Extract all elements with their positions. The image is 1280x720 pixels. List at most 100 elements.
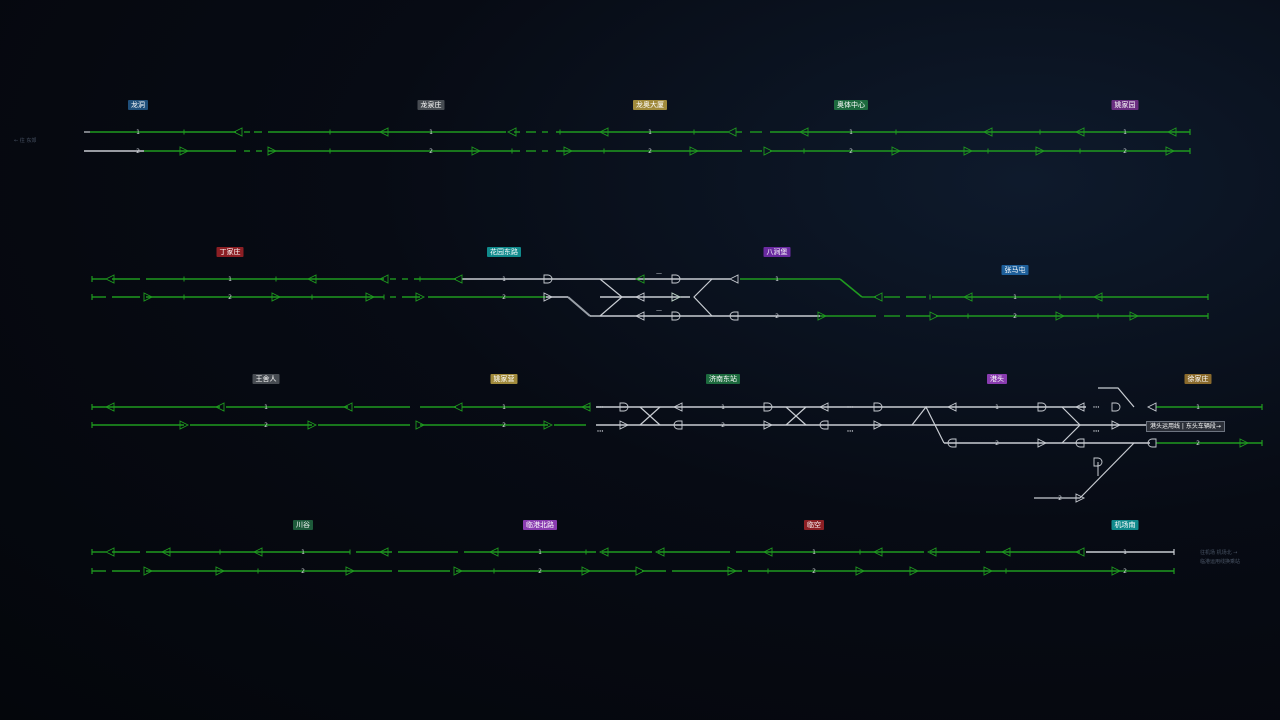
signal-icon [214,402,225,412]
signal-icon [671,274,681,284]
ellipsis-dots [851,430,854,432]
ellipsis-dots [599,406,601,408]
signal-icon [1074,127,1085,137]
station-label-jichangnan[interactable]: 机场南 [1111,520,1139,530]
signal-icon [143,292,154,302]
signal-icon [471,146,482,156]
signal-icon [763,146,774,156]
signal-icon [962,292,973,302]
signal-icon [926,547,937,557]
track-number-label: 1 [301,549,305,556]
signal-icon [855,566,866,576]
station-label-dingjiazhuang[interactable]: 丁家庄 [216,247,244,257]
track-number-label: 2 [1196,440,1200,447]
signal-icon [452,274,463,284]
station-label-longdong[interactable]: 龙洞 [128,100,148,110]
station-label-wangsheren[interactable]: 王舍人 [252,374,280,384]
signal-icon [104,402,115,412]
station-label-jinandongzhan[interactable]: 济南东站 [706,374,740,384]
signal-icon [727,566,738,576]
signal-icon [872,547,883,557]
signal-icon [1074,547,1085,557]
track-number-label: 1 [502,404,506,411]
signal-icon [378,547,389,557]
signal-icon [619,402,629,412]
track-number-label: 2 [502,422,506,429]
signal-icon [1035,146,1046,156]
signal-icon [1239,438,1250,448]
signal-icon [634,274,645,284]
station-label-lingangbeilu[interactable]: 临港北路 [523,520,557,530]
signal-icon [365,292,376,302]
track-number-label: 2 [995,440,999,447]
signal-icon [580,402,591,412]
station-label-huayuandonglu[interactable]: 花园东路 [487,247,521,257]
track-number-label: 1 [1123,129,1127,136]
track-number-label: 2 [301,568,305,575]
signal-icon [873,402,883,412]
station-label-longaodasha[interactable]: 龙奥大厦 [633,100,667,110]
signal-icon [619,420,630,430]
switch-branch [639,406,661,426]
signal-icon [252,547,263,557]
signal-icon [378,127,389,137]
track-number-label: — [656,270,662,277]
switch-branch [785,406,807,426]
station-label-xujiazhuang[interactable]: 徐家庄 [1184,374,1212,384]
track-number-label: 2 [1058,495,1062,502]
ellipsis-dots [601,406,604,408]
signal-icon [267,146,278,156]
signal-icon [581,566,592,576]
station-label-bajianbao[interactable]: 八涧堡 [763,247,791,257]
signal-icon [817,311,828,321]
signals-layer [104,127,1250,576]
signal-icon [1075,493,1086,503]
ellipsis-dots [847,406,849,408]
station-label-zhangmatun[interactable]: 张马屯 [1001,265,1029,275]
ellipsis-dots [1095,406,1097,408]
ellipsis-dots [847,430,849,432]
signal-icon [598,127,609,137]
signal-icon [929,311,940,321]
track-number-label: 1 [1123,549,1127,556]
track-number-label: 2 [1123,148,1127,155]
signal-icon [1146,402,1157,412]
ellipsis-dots [849,430,851,432]
station-label-yaojiayuan[interactable]: 姚家园 [1111,100,1139,110]
signal-icon [563,146,574,156]
signal-icon [1055,311,1066,321]
signal-icon [543,274,553,284]
switch-branch [911,405,945,444]
signal-icon [873,420,884,430]
ellipsis-dots [599,430,601,432]
signal-icon [1129,311,1140,321]
track-number-label: 1 [1013,294,1017,301]
signal-icon [506,127,517,137]
signal-icon [598,547,609,557]
station-label-yaojiaying[interactable]: 姚家营 [490,374,518,384]
station-label-longquanzhuang[interactable]: 龙泉庄 [417,100,445,110]
track-number-label: 2 [648,148,652,155]
signal-icon [179,146,190,156]
signal-icon [1165,146,1176,156]
track-number-label: 2 [721,422,725,429]
signal-icon [946,402,957,412]
signal-icon [671,292,682,302]
track-number-label: 1 [1196,404,1200,411]
track-number-label: 2 [429,148,433,155]
station-label-aotizhongxin[interactable]: 奥体中心 [834,100,868,110]
switch-branch [1098,387,1135,408]
station-label-chuangu[interactable]: 川谷 [293,520,313,530]
signal-icon [342,402,353,412]
signal-icon [488,547,499,557]
signal-icon [1075,438,1085,448]
signal-icon [654,547,665,557]
station-label-gangtou[interactable]: 港头 [987,374,1007,384]
station-label-linkong[interactable]: 临空 [804,520,824,530]
depot-route-note[interactable]: 港头运用线 | 东头车辆段→ [1146,421,1225,432]
signal-icon [798,127,809,137]
signal-icon [160,547,171,557]
